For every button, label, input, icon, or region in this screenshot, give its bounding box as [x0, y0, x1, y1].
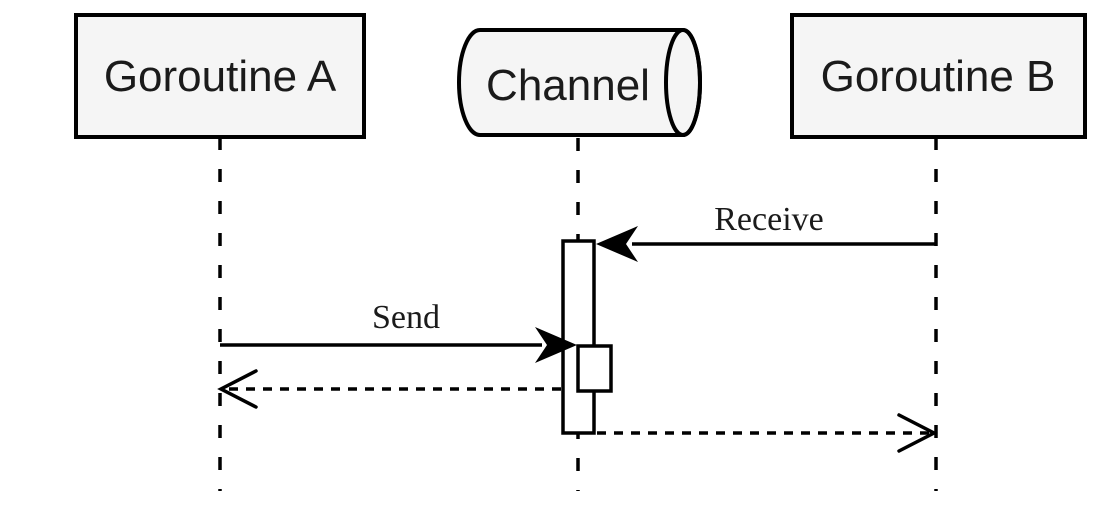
channel-activation-bar	[561, 239, 596, 435]
participant-channel: Channel	[457, 28, 702, 137]
channel-cylinder-cap	[664, 28, 702, 137]
message-send: Send	[220, 299, 577, 363]
arrowhead-filled-right-icon	[535, 327, 577, 363]
participant-goroutine-a-box	[74, 13, 366, 139]
channel-nested-activation-bar	[576, 344, 613, 393]
message-send-label: Send	[372, 299, 440, 336]
participant-goroutine-b: Goroutine B	[790, 13, 1087, 139]
arrowhead-filled-left-icon	[596, 226, 638, 262]
message-receive: Receive	[596, 201, 936, 262]
arrowhead-open-left-icon	[217, 369, 258, 409]
participant-channel-label: Channel	[486, 61, 650, 110]
message-receive-label: Receive	[714, 201, 824, 238]
participant-goroutine-a-label: Goroutine A	[104, 52, 337, 101]
activations	[561, 239, 613, 435]
message-return-to-b	[597, 413, 938, 453]
participant-goroutine-a: Goroutine A	[74, 13, 366, 139]
participant-goroutine-b-box	[790, 13, 1087, 139]
participant-goroutine-b-label: Goroutine B	[821, 52, 1056, 101]
arrowhead-open-right-icon	[897, 413, 938, 453]
message-return-to-a	[217, 369, 561, 409]
